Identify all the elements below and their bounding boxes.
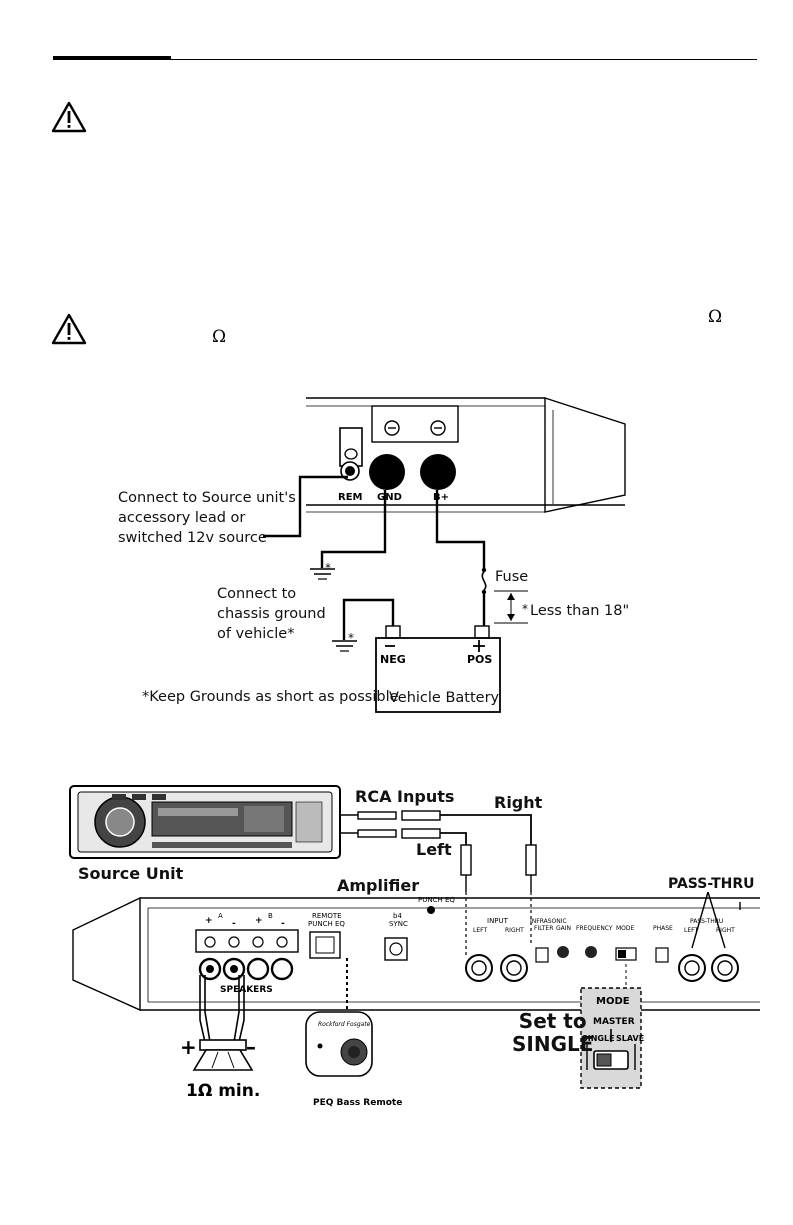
distance-label: Less than 18" <box>530 603 630 619</box>
label-line: switched 12v source <box>118 530 267 546</box>
punch-eq-knob-label: PUNCH EQ <box>418 896 455 904</box>
grounds-note: *Keep Grounds as short as possible <box>142 689 399 705</box>
remote-punch-label: REMOTE <box>312 912 342 920</box>
mode-box-single: SINGLE <box>582 1034 615 1043</box>
remote-punch-label: PUNCH EQ <box>308 920 345 928</box>
input-label: INPUT <box>487 917 509 925</box>
label-line: Connect to Source unit's <box>118 490 296 506</box>
left-channel-label: Left <box>416 840 452 859</box>
mode-box-master: MASTER <box>593 1017 635 1027</box>
battery-pos-label: POS <box>467 653 492 666</box>
power-wiring-diagram: REM GND B+ NEG POS <box>263 397 626 713</box>
terminal-minus: - <box>281 919 285 929</box>
passthru-small-label: PASS-THRU <box>690 918 723 925</box>
frequency-label: FREQUENCY <box>576 925 613 932</box>
gain-label: GAIN <box>556 925 571 932</box>
terminal-plus: + <box>255 916 263 926</box>
header-rule-thick <box>53 56 171 59</box>
battery-neg-label: NEG <box>380 653 406 666</box>
battery-label: Vehicle Battery <box>389 690 500 706</box>
min-impedance-label: 1Ω min. <box>186 1081 260 1101</box>
source-unit-label: Source Unit <box>78 864 184 883</box>
label-line: accessory lead or <box>118 510 246 526</box>
set-to-single-label: Set to SINGLE <box>512 1010 593 1056</box>
ohm-symbol: Ω <box>708 307 723 327</box>
input-left-label: LEFT <box>473 927 487 934</box>
rca-inputs-label: RCA Inputs <box>355 787 455 806</box>
mode-switch-label: MODE <box>616 925 635 932</box>
terminal-a: A <box>218 912 223 920</box>
terminal-b: B <box>268 912 273 920</box>
input-right-label: RIGHT <box>505 927 524 934</box>
label-line: Set to <box>518 1009 587 1033</box>
infrasonic-label: FILTER <box>534 925 553 932</box>
label-line: chassis ground <box>217 606 326 622</box>
passthru-label: PASS-THRU <box>668 876 755 892</box>
phase-label: PHASE <box>653 925 673 932</box>
rem-label: REM <box>338 492 363 503</box>
system-wiring-diagram: + A - + B - SPEAKERS + – 1Ω min. REMOTE … <box>69 785 760 1108</box>
speaker-plus: + <box>180 1035 197 1059</box>
peq-remote-label: PEQ Bass Remote <box>313 1098 402 1108</box>
ohm-symbol: Ω <box>212 327 227 347</box>
warning-icon <box>51 313 87 345</box>
label-line: of vehicle* <box>217 626 295 642</box>
peq-brand: Rockford Fosgate <box>318 1021 371 1028</box>
right-channel-label: Right <box>494 793 543 812</box>
label-line: Connect to <box>217 586 297 602</box>
header-rule-thin <box>53 59 757 60</box>
sync-label: SYNC <box>389 920 408 928</box>
ground-asterisk: * <box>325 561 331 575</box>
mode-box-title: MODE <box>596 996 630 1007</box>
speaker-minus: – <box>246 1035 256 1059</box>
speakers-label: SPEAKERS <box>220 985 273 995</box>
mode-box-slave: SLAVE <box>616 1034 644 1043</box>
distance-asterisk: * <box>522 602 528 616</box>
ground-wire-label: Connect to chassis ground of vehicle* <box>217 584 326 644</box>
passthru-right-label: RIGHT <box>716 927 735 934</box>
fuse-label: Fuse <box>495 569 529 585</box>
amplifier-label: Amplifier <box>337 876 420 895</box>
remote-wire-label: Connect to Source unit's accessory lead … <box>118 488 296 548</box>
warning-icon <box>51 101 87 133</box>
terminal-minus: - <box>232 919 236 929</box>
gnd-label: GND <box>377 492 402 503</box>
terminal-plus: + <box>205 916 213 926</box>
bplus-label: B+ <box>433 492 449 503</box>
infrasonic-label: INFRASONIC <box>530 918 567 925</box>
sync-label: b4 <box>393 912 402 920</box>
label-line: SINGLE <box>512 1032 594 1056</box>
ground-asterisk: * <box>348 631 354 645</box>
passthru-left-label: LEFT <box>684 927 698 934</box>
